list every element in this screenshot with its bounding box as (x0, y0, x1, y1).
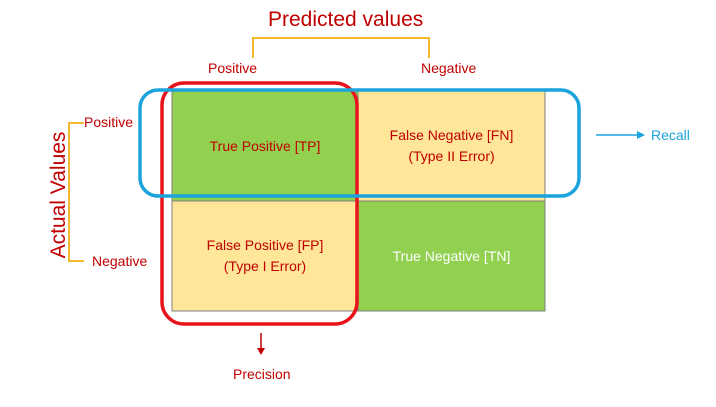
actual-values-title: Actual Values (47, 131, 70, 259)
recall-row-outline (138, 88, 581, 198)
recall-arrow-head (637, 131, 645, 139)
false-positive-label: False Positive [FP] (206, 237, 324, 253)
predicted-positive-label: Positive (208, 60, 258, 76)
precision-column-outline (160, 81, 359, 326)
predicted-values-title: Predicted values (268, 8, 424, 31)
true-positive-label: True Positive [TP] (209, 137, 321, 154)
type-one-error-label: (Type I Error) (223, 258, 307, 274)
true-negative-text: True Negative [TN] (358, 201, 545, 311)
actual-positive-label: Positive (84, 114, 134, 130)
cell-true-positive (171, 90, 359, 202)
false-positive-text: False Positive [FP] (Type I Error) (172, 201, 358, 311)
actual-negative-label: Negative (92, 253, 148, 269)
cell-false-negative (357, 90, 546, 202)
cell-false-positive (171, 200, 359, 312)
cell-true-negative (357, 200, 546, 312)
actual-values-bracket (68, 122, 84, 262)
recall-label: Recall (651, 127, 690, 143)
true-positive-text: True Positive [TP] (172, 91, 358, 201)
precision-label: Precision (233, 366, 291, 382)
precision-arrow-head (257, 348, 265, 355)
false-negative-text: False Negative [FN] (Type II Error) (358, 91, 545, 201)
true-negative-label: True Negative [TN] (392, 247, 511, 264)
predicted-values-bracket (252, 37, 430, 58)
type-two-error-label: (Type II Error) (408, 148, 495, 164)
predicted-negative-label: Negative (421, 60, 477, 76)
false-negative-label: False Negative [FN] (389, 127, 514, 143)
